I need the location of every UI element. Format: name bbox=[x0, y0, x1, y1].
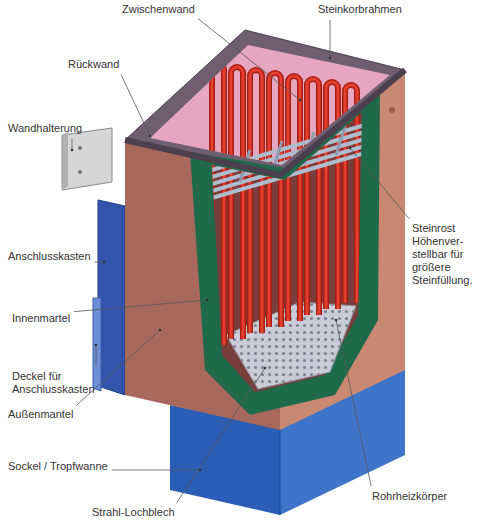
frame-front-edge bbox=[125, 70, 405, 175]
heating-tube bbox=[231, 67, 243, 339]
part-label: Wandhalterung bbox=[8, 122, 82, 135]
leader-dot bbox=[199, 469, 202, 472]
part-label: Innenmartel bbox=[12, 312, 70, 325]
grate-bar bbox=[205, 129, 375, 179]
part-label: Rückwand bbox=[68, 58, 119, 71]
leader-dot bbox=[71, 149, 74, 152]
connection-box bbox=[93, 200, 125, 395]
leader-line bbox=[96, 345, 97, 366]
leader-line bbox=[95, 262, 104, 263]
heating-tube-highlight bbox=[212, 64, 224, 345]
leader-dot bbox=[206, 299, 209, 302]
heating-tube-highlight bbox=[288, 76, 300, 321]
heating-tube-highlight bbox=[231, 67, 243, 339]
heating-tube bbox=[269, 73, 281, 327]
tubular-heating-elements bbox=[212, 64, 357, 345]
heating-tube bbox=[250, 70, 262, 333]
leader-dot bbox=[159, 329, 162, 332]
part-label: Sockel / Tropfwanne bbox=[8, 460, 108, 473]
heating-tube-highlight bbox=[269, 73, 281, 327]
leader-line bbox=[177, 368, 265, 503]
grate-crossbar bbox=[272, 141, 282, 173]
wall-bracket bbox=[62, 128, 112, 190]
heating-tube-highlight bbox=[250, 70, 262, 333]
heating-tube-highlight bbox=[307, 79, 319, 315]
heating-tube bbox=[212, 64, 224, 345]
heating-tube-highlight bbox=[326, 82, 338, 309]
leader-dot bbox=[299, 99, 302, 102]
part-label: Außenmantel bbox=[8, 408, 73, 421]
leader-dot bbox=[149, 135, 152, 138]
part-label: Deckel für Anschlusskasten bbox=[12, 370, 104, 396]
heating-tube bbox=[288, 76, 300, 321]
leader-dot bbox=[329, 57, 332, 60]
heating-tube bbox=[326, 82, 338, 309]
part-label: Rohrheizkörper bbox=[372, 490, 447, 503]
leader-line bbox=[74, 300, 207, 312]
part-label: Steinkorbrahmen bbox=[318, 3, 402, 16]
leader-dot bbox=[264, 367, 267, 370]
leader-dot bbox=[335, 319, 338, 322]
grate-bar bbox=[205, 150, 375, 200]
leader-dot bbox=[349, 147, 352, 150]
leader-line bbox=[198, 18, 300, 100]
leader-dot bbox=[95, 344, 98, 347]
leader-line bbox=[121, 75, 150, 136]
part-label: Steinrost Höhenver- stellbar für größere… bbox=[412, 222, 494, 287]
leader-line bbox=[350, 148, 409, 219]
part-label: Zwischenwand bbox=[122, 3, 195, 16]
leader-dot bbox=[103, 261, 106, 264]
leader-line bbox=[72, 139, 73, 150]
leader-line bbox=[112, 470, 200, 471]
part-label: Anschlusskasten bbox=[8, 250, 91, 263]
part-label: Strahl-Lochblech bbox=[92, 506, 175, 519]
leader-line bbox=[336, 320, 371, 486]
heating-tube bbox=[307, 79, 319, 315]
leader-line bbox=[330, 20, 331, 58]
